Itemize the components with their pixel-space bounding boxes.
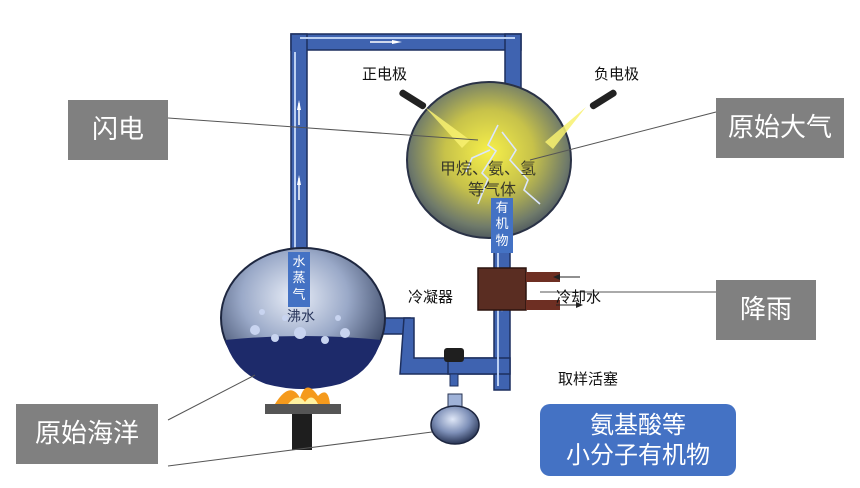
rain-callout: 降雨 bbox=[716, 280, 816, 340]
spark-icon bbox=[465, 124, 541, 205]
flame-icon bbox=[275, 387, 330, 404]
small-organic-molecules-callout: 氨基酸等 小分子有机物 bbox=[540, 404, 736, 476]
collection-flask bbox=[430, 393, 480, 445]
cooling-water-label: 冷却水 bbox=[556, 288, 602, 306]
top-tube bbox=[290, 33, 522, 51]
stopcock-tube bbox=[447, 357, 511, 375]
water-in-flask bbox=[225, 336, 381, 389]
gases-label-line1: 甲烷、氨、氢 bbox=[440, 159, 537, 178]
bubbles bbox=[250, 309, 350, 344]
primitive-ocean-callout: 原始海洋 bbox=[16, 404, 158, 464]
positive-electrode-label: 正电极 bbox=[362, 65, 408, 83]
sampling-stopcock-label: 取样活塞 bbox=[558, 370, 619, 388]
water-vapor-label: 水 蒸 气 bbox=[288, 252, 310, 307]
burner bbox=[265, 387, 341, 450]
condenser-label: 冷凝器 bbox=[408, 288, 454, 306]
organic-matter-label: 有 机 物 bbox=[491, 198, 513, 253]
gases-label-line2: 等气体 bbox=[468, 180, 517, 199]
negative-electrode-label: 负电极 bbox=[594, 65, 640, 83]
lightning-callout: 闪电 bbox=[68, 100, 168, 160]
condenser-jacket bbox=[477, 267, 583, 311]
boiling-water-label: 沸水 bbox=[287, 309, 315, 325]
primitive-atmosphere-callout: 原始大气 bbox=[716, 98, 844, 158]
result-line-2: 小分子有机物 bbox=[566, 441, 710, 469]
atmosphere-flask bbox=[406, 81, 572, 239]
stopcock-valve bbox=[444, 348, 464, 387]
electrodes bbox=[399, 89, 617, 149]
result-line-1: 氨基酸等 bbox=[590, 411, 686, 439]
leader-lines bbox=[167, 111, 717, 467]
